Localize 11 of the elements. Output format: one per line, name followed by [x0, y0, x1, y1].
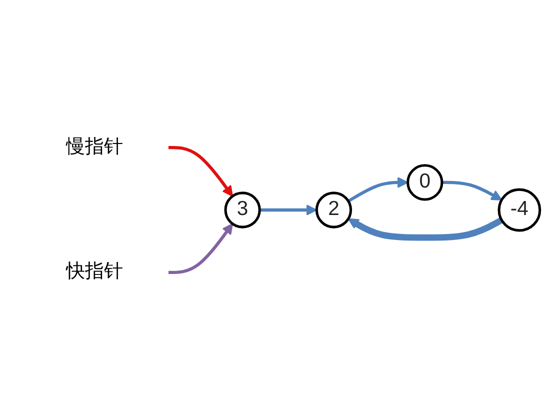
arrow: [442, 180, 502, 200]
arrow: [168, 146, 234, 197]
node-circle: -4: [498, 188, 542, 232]
arrow: [260, 204, 318, 216]
node-circle: 0: [406, 164, 444, 201]
arrow: [348, 176, 408, 203]
arrow: [168, 223, 234, 274]
node-text: 慢指针: [66, 136, 123, 158]
arrow: [348, 217, 504, 241]
node-circle: 2: [315, 192, 352, 228]
node-circle: 3: [224, 192, 261, 228]
